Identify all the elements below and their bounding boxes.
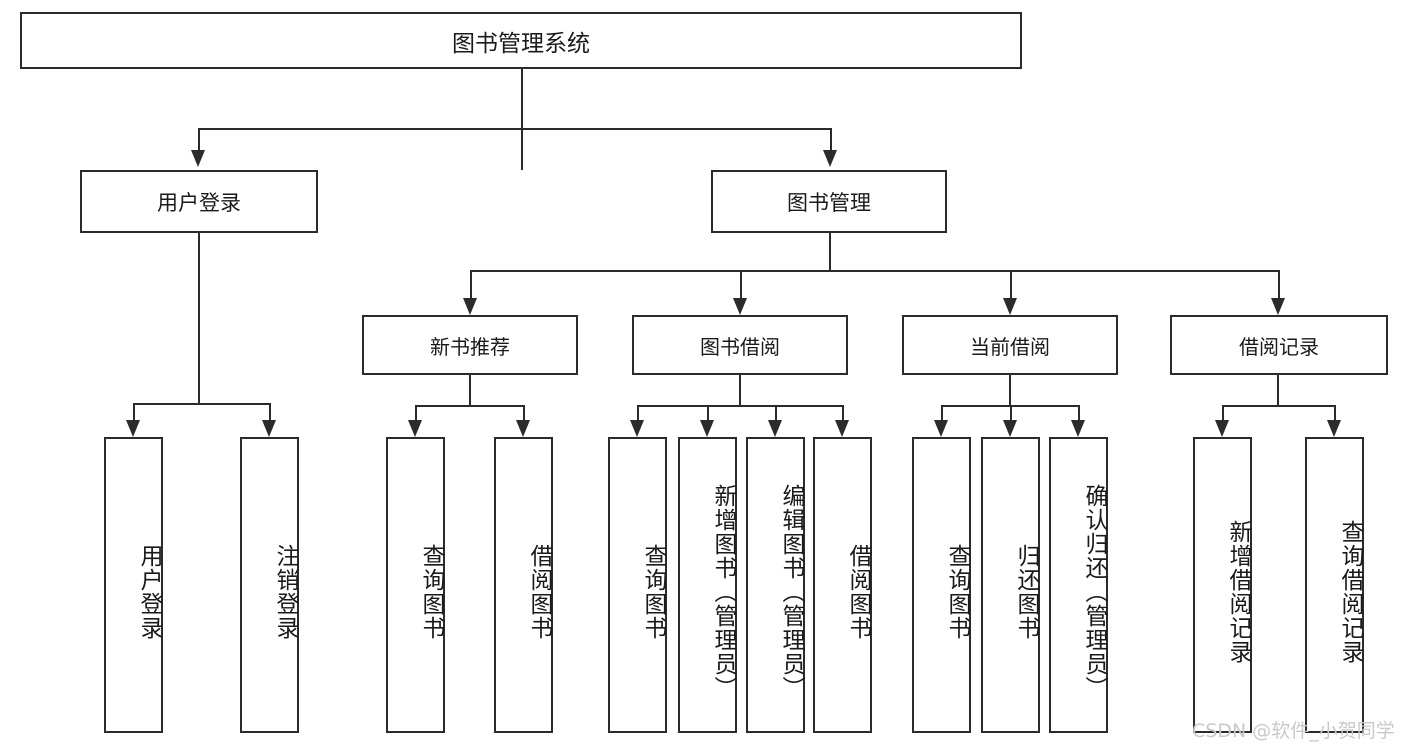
connector-bus-level3 bbox=[470, 270, 1278, 272]
connector-drop-level2-1 bbox=[198, 128, 200, 150]
node-label: 查询图书 bbox=[418, 544, 444, 640]
node-label: 编辑图书（管理员） bbox=[778, 484, 804, 700]
connector-root-stem bbox=[521, 69, 523, 170]
arrow-user-login-leaf-1 bbox=[126, 420, 140, 437]
leaf-book-borrow-edit-book[interactable]: 编辑图书（管理员） bbox=[746, 437, 805, 733]
connector-bus-borrow-record-leaves bbox=[1222, 405, 1334, 407]
arrow-level2-2 bbox=[823, 150, 837, 167]
node-label: 图书借阅 bbox=[700, 334, 780, 359]
node-label: 注销登录 bbox=[272, 544, 298, 640]
node-root-book-management-system[interactable]: 图书管理系统 bbox=[20, 12, 1022, 69]
node-label: 用户登录 bbox=[136, 544, 162, 640]
node-book-management[interactable]: 图书管理 bbox=[711, 170, 947, 233]
arrow-current-borrow-leaf-1 bbox=[934, 420, 948, 437]
arrow-book-borrow-leaf-1 bbox=[630, 420, 644, 437]
connector-bus-current-borrow-leaves bbox=[941, 405, 1078, 407]
connector-drop-current-borrow-leaf-2 bbox=[1010, 405, 1012, 420]
arrow-current-borrow-leaf-3 bbox=[1071, 420, 1085, 437]
connector-drop-book-borrow-leaf-2 bbox=[707, 405, 709, 420]
leaf-current-borrow-return-book[interactable]: 归还图书 bbox=[981, 437, 1040, 733]
connector-bus-book-borrow-leaves bbox=[637, 405, 842, 407]
connector-drop-level3-1 bbox=[470, 270, 472, 298]
connector-bus-new-book-leaves bbox=[415, 405, 523, 407]
node-label: 查询图书 bbox=[944, 544, 970, 640]
connector-borrow-record-stem bbox=[1277, 375, 1279, 405]
node-book-borrow[interactable]: 图书借阅 bbox=[632, 315, 848, 375]
arrow-borrow-record-leaf-1 bbox=[1215, 420, 1229, 437]
node-label: 用户登录 bbox=[157, 190, 241, 215]
leaf-borrow-record-query-record[interactable]: 查询借阅记录 bbox=[1305, 437, 1364, 733]
connector-bus-level2 bbox=[198, 128, 830, 130]
connector-drop-level3-3 bbox=[1010, 270, 1012, 298]
connector-current-borrow-stem bbox=[1009, 375, 1011, 405]
node-new-book-recommend[interactable]: 新书推荐 bbox=[362, 315, 578, 375]
arrow-book-borrow-leaf-3 bbox=[768, 420, 782, 437]
arrow-user-login-leaf-2 bbox=[262, 420, 276, 437]
leaf-book-borrow-borrow-book[interactable]: 借阅图书 bbox=[813, 437, 872, 733]
leaf-user-login[interactable]: 用户登录 bbox=[104, 437, 163, 733]
leaf-logout[interactable]: 注销登录 bbox=[240, 437, 299, 733]
node-label: 图书管理系统 bbox=[452, 30, 590, 57]
connector-drop-book-borrow-leaf-1 bbox=[637, 405, 639, 420]
arrow-level3-2 bbox=[733, 298, 747, 315]
leaf-current-borrow-query-book[interactable]: 查询图书 bbox=[912, 437, 971, 733]
node-label: 查询图书 bbox=[640, 544, 666, 640]
arrow-level3-3 bbox=[1003, 298, 1017, 315]
arrow-current-borrow-leaf-2 bbox=[1003, 420, 1017, 437]
connector-drop-current-borrow-leaf-3 bbox=[1078, 405, 1080, 420]
node-label: 当前借阅 bbox=[970, 334, 1050, 359]
arrow-level2-1 bbox=[191, 150, 205, 167]
connector-book-management-stem bbox=[829, 233, 831, 270]
arrow-book-borrow-leaf-2 bbox=[700, 420, 714, 437]
node-label: 归还图书 bbox=[1013, 544, 1039, 640]
connector-drop-book-borrow-leaf-3 bbox=[775, 405, 777, 420]
arrow-borrow-record-leaf-2 bbox=[1327, 420, 1341, 437]
node-current-borrow[interactable]: 当前借阅 bbox=[902, 315, 1118, 375]
connector-drop-level3-4 bbox=[1278, 270, 1280, 298]
leaf-new-book-borrow-book[interactable]: 借阅图书 bbox=[494, 437, 553, 733]
connector-user-login-stem bbox=[198, 233, 200, 403]
node-label: 确认归还（管理员） bbox=[1081, 484, 1107, 700]
connector-drop-user-login-leaf-2 bbox=[269, 403, 271, 420]
leaf-borrow-record-add-record[interactable]: 新增借阅记录 bbox=[1193, 437, 1252, 733]
connector-drop-borrow-record-leaf-1 bbox=[1222, 405, 1224, 420]
node-label: 图书管理 bbox=[787, 190, 871, 215]
connector-drop-new-book-leaf-2 bbox=[523, 405, 525, 420]
node-label: 借阅图书 bbox=[526, 544, 552, 640]
node-label: 查询借阅记录 bbox=[1337, 520, 1363, 664]
node-label: 新增图书（管理员） bbox=[710, 484, 736, 700]
node-label: 借阅记录 bbox=[1239, 334, 1319, 359]
arrow-new-book-leaf-2 bbox=[516, 420, 530, 437]
connector-drop-level3-2 bbox=[740, 270, 742, 298]
connector-drop-book-borrow-leaf-4 bbox=[842, 405, 844, 420]
connector-drop-level2-2 bbox=[830, 128, 832, 150]
node-label: 新书推荐 bbox=[430, 334, 510, 359]
connector-new-book-stem bbox=[469, 375, 471, 405]
arrow-new-book-leaf-1 bbox=[408, 420, 422, 437]
leaf-book-borrow-query-book[interactable]: 查询图书 bbox=[608, 437, 667, 733]
leaf-book-borrow-add-book[interactable]: 新增图书（管理员） bbox=[678, 437, 737, 733]
node-user-login[interactable]: 用户登录 bbox=[80, 170, 318, 233]
connector-drop-borrow-record-leaf-2 bbox=[1334, 405, 1336, 420]
arrow-book-borrow-leaf-4 bbox=[835, 420, 849, 437]
connector-drop-current-borrow-leaf-1 bbox=[941, 405, 943, 420]
node-label: 借阅图书 bbox=[845, 544, 871, 640]
leaf-current-borrow-confirm-return[interactable]: 确认归还（管理员） bbox=[1049, 437, 1108, 733]
node-borrow-record[interactable]: 借阅记录 bbox=[1170, 315, 1388, 375]
leaf-new-book-query-book[interactable]: 查询图书 bbox=[386, 437, 445, 733]
connector-bus-user-login-leaves bbox=[133, 403, 269, 405]
node-label: 新增借阅记录 bbox=[1225, 520, 1251, 664]
connector-book-borrow-stem bbox=[739, 375, 741, 405]
arrow-level3-1 bbox=[463, 298, 477, 315]
connector-drop-new-book-leaf-1 bbox=[415, 405, 417, 420]
connector-drop-user-login-leaf-1 bbox=[133, 403, 135, 420]
arrow-level3-4 bbox=[1271, 298, 1285, 315]
